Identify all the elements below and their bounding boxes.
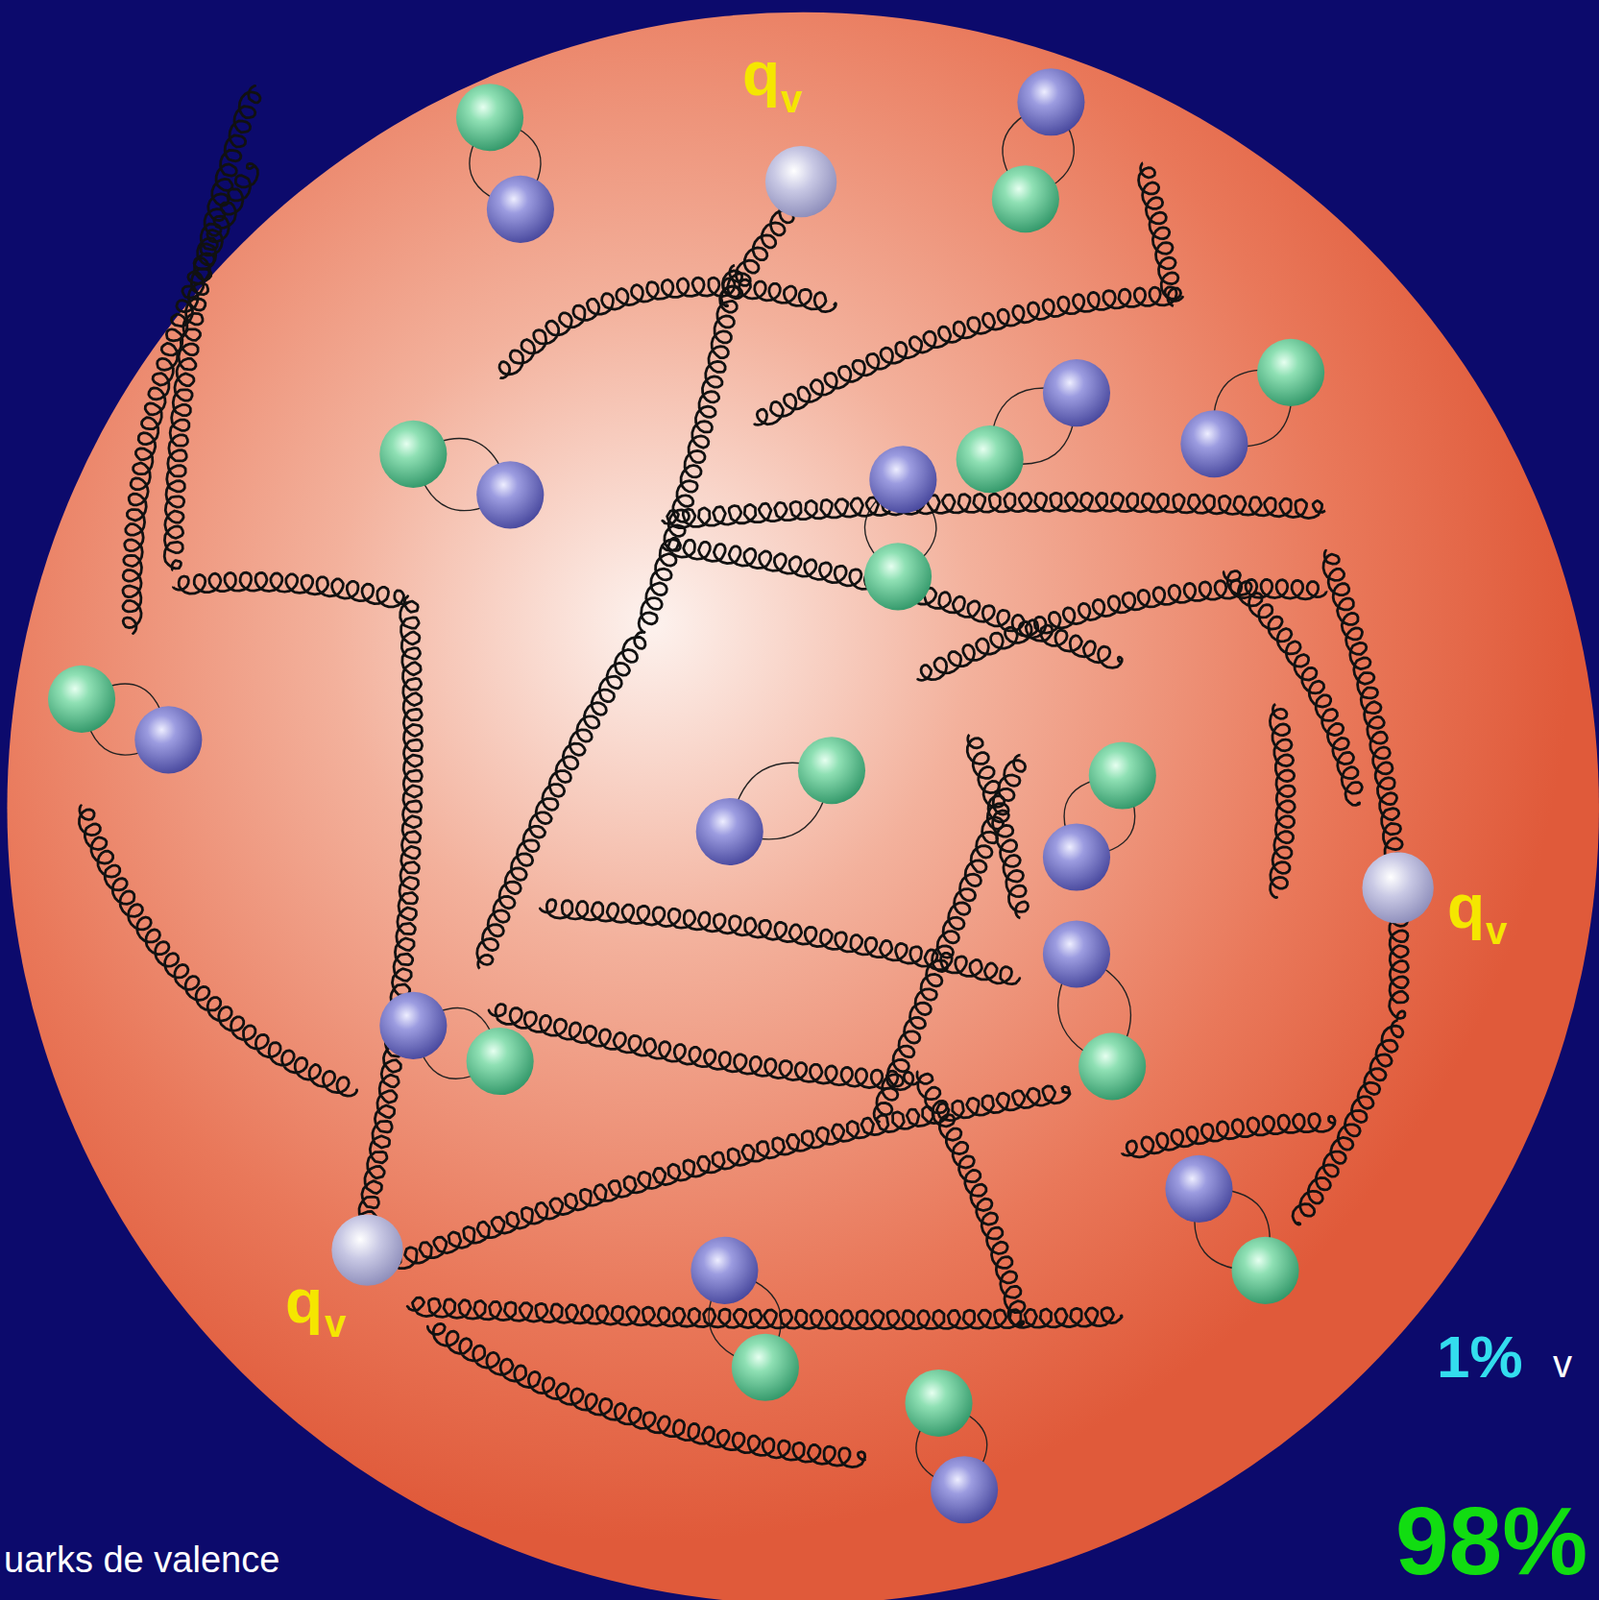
sea-quark-green [731,1333,800,1402]
sea-quark-blue [379,992,447,1060]
gluon-spring [356,596,423,1238]
valence-quark [1361,851,1433,923]
sea-quark-blue [1042,823,1111,891]
valence-quark [765,145,837,218]
sea-quark-green [466,1027,534,1095]
gluon-spring [754,287,1184,426]
valence-subscript: v [780,79,802,119]
gluon-spring [172,572,408,607]
quark-balls [48,68,1434,1524]
gluon-spring [918,579,1327,680]
proton-body [6,12,1599,1600]
gluon-spring [427,1323,866,1467]
gluon-springs [78,85,1408,1467]
sea-quark-blue [869,445,937,513]
quark-loops [81,101,1292,1490]
sea-quark-green [1078,1032,1146,1100]
gluon-spring [662,492,1326,529]
percentage-label: 98% [1395,1492,1588,1589]
gluon-spring [662,537,1123,668]
gluon-spring [1122,1114,1336,1158]
sea-quark-green [956,425,1024,493]
gluon-spring [539,899,1020,985]
valence-subscript: v [324,1304,346,1343]
gluon-spring [1269,703,1295,897]
sea-quark-green [1231,1236,1299,1305]
valence-quark-label: q [742,43,780,105]
sea-quark-blue [134,705,202,774]
caption-fragment: v [1552,1344,1573,1383]
sea-quark-blue [486,175,555,243]
sea-quark-blue [1180,410,1248,478]
gluon-spring [164,85,261,570]
gluon-spring [499,277,836,378]
valence-quark-label: q [1447,875,1485,938]
gluon-spring [1323,550,1408,1019]
gluon-spring [78,805,357,1096]
gluon-spring [122,163,258,633]
sea-quark-green [379,420,447,488]
gluon-spring [638,265,742,632]
sea-quark-green [904,1369,972,1437]
sea-quark-blue [696,798,764,866]
valence-quark-label: q [285,1270,323,1333]
sea-quark-blue [1017,68,1085,136]
gluon-spring [488,1004,919,1091]
sea-quark-green [992,165,1060,233]
sea-quark-blue [476,460,544,529]
sea-quark-green [1257,339,1325,407]
sea-quark-green [864,542,932,610]
gluon-spring [1223,571,1362,806]
percentage-label: 1% [1436,1327,1524,1387]
sea-quark-blue [1042,359,1111,427]
gluon-spring [1138,163,1182,307]
sea-quark-blue [1164,1155,1233,1223]
valence-subscript: v [1485,911,1507,950]
sea-quark-green [456,83,524,151]
sea-quark-blue [690,1236,758,1305]
gluon-spring [967,734,1028,919]
sea-quark-green [798,736,866,804]
sea-quark-blue [1042,920,1111,988]
sea-quark-green [1089,741,1157,809]
caption-fragment: uarks de valence [3,1541,280,1578]
gluon-spring [1292,1019,1404,1225]
sea-quark-green [48,665,116,733]
gluon-spring [917,1071,1025,1327]
valence-quark [331,1213,403,1285]
sea-quark-blue [930,1455,998,1524]
